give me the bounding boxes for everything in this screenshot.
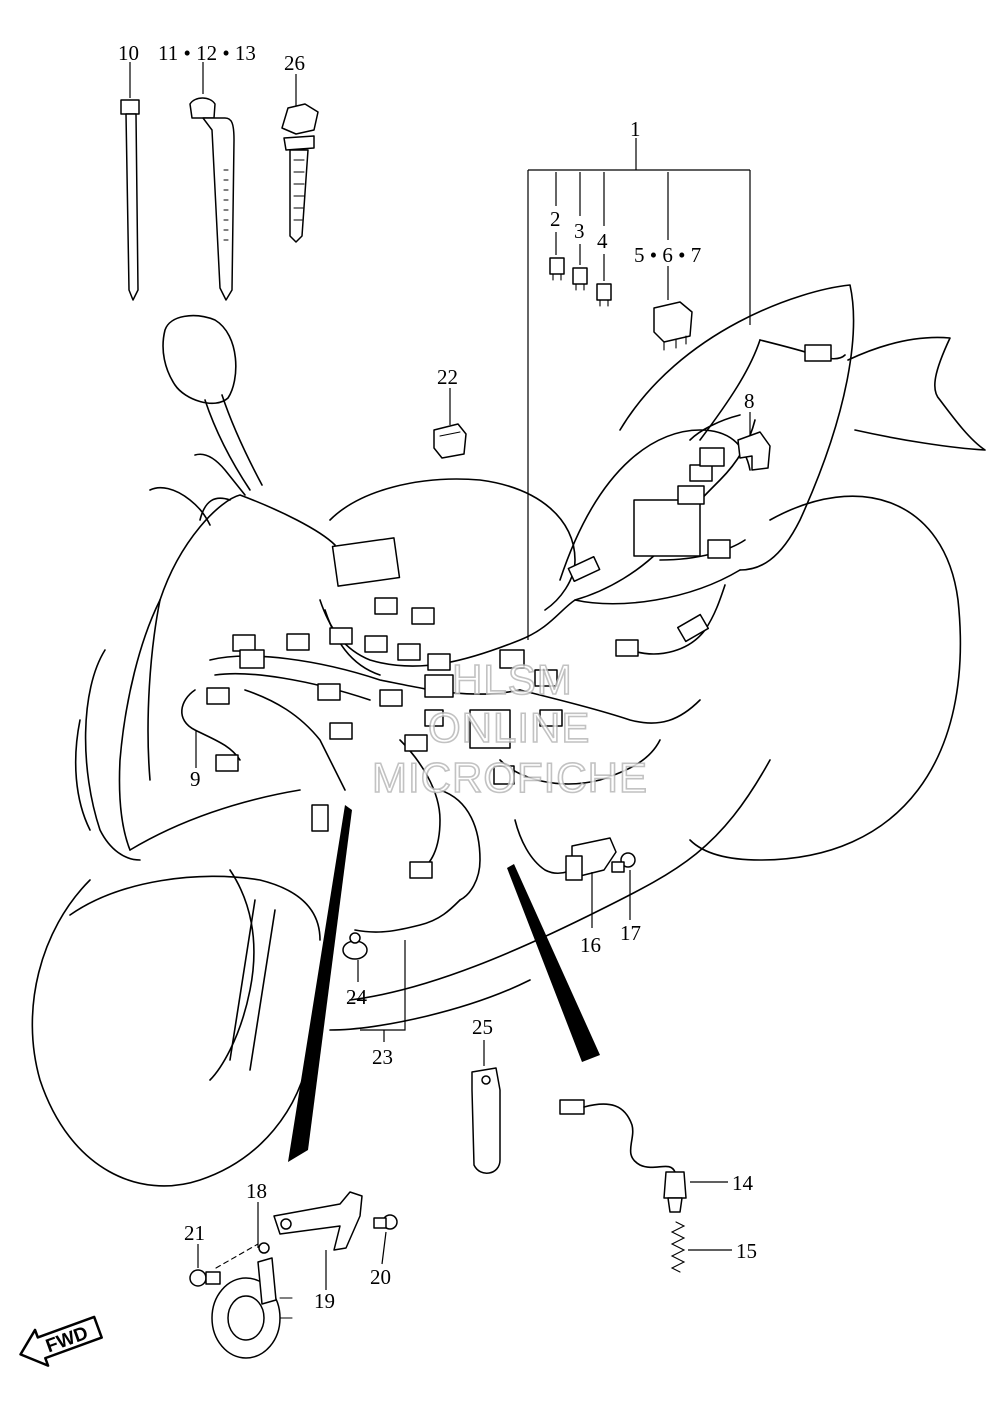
callout-15: 15 xyxy=(736,1239,757,1263)
fwd-arrow-icon xyxy=(19,1315,103,1367)
callout-26: 26 xyxy=(284,51,305,75)
callout-14: 14 xyxy=(732,1171,754,1195)
watermark-line-3: MICROFICHE xyxy=(372,754,648,801)
part-25-strap xyxy=(471,1067,501,1174)
callout-11-12-13: 11 • 12 • 13 xyxy=(158,41,256,65)
connector xyxy=(374,597,398,615)
connector xyxy=(411,607,435,625)
harness-connectors xyxy=(206,344,832,879)
connector xyxy=(804,344,832,362)
fwd-label: FWD xyxy=(43,1323,91,1358)
connector xyxy=(615,639,639,657)
connector xyxy=(317,683,341,701)
connector xyxy=(379,689,403,707)
watermark-line-1: HLSM xyxy=(452,656,573,703)
fwd-arrow: FWD xyxy=(19,1315,103,1367)
connector xyxy=(676,613,710,643)
callout-21: 21 xyxy=(184,1221,205,1245)
fuse-box xyxy=(469,709,511,749)
part-24-grommet xyxy=(342,932,368,960)
connector xyxy=(215,754,239,772)
motorcycle-outline xyxy=(31,284,986,1187)
assembly-guide-line xyxy=(215,1243,259,1269)
callout-17: 17 xyxy=(620,921,641,945)
callout-16: 16 xyxy=(580,933,601,957)
connector xyxy=(427,653,451,671)
callout-22: 22 xyxy=(437,365,458,389)
pointer-wedges xyxy=(288,805,600,1162)
part-2-fuse xyxy=(549,257,565,281)
part-16-sensor xyxy=(565,837,617,881)
part-19-bracket xyxy=(273,1191,363,1251)
connector xyxy=(539,709,563,727)
connector xyxy=(409,861,433,879)
callout-18: 18 xyxy=(246,1179,267,1203)
junction-box xyxy=(633,499,701,557)
callout-10: 10 xyxy=(118,41,139,65)
part-10-cable-tie xyxy=(120,99,140,301)
callout-23: 23 xyxy=(372,1045,393,1069)
connector xyxy=(689,464,713,482)
part-11-12-13-clamp xyxy=(189,97,235,301)
part-20-bolt xyxy=(373,1214,398,1230)
part-26-clamp xyxy=(281,103,319,243)
callout-25: 25 xyxy=(472,1015,493,1039)
callout-3: 3 xyxy=(574,219,585,243)
connector xyxy=(329,627,353,645)
watermark: HLSM ONLINE MICROFICHE xyxy=(371,655,648,802)
callout-1: 1 xyxy=(630,117,641,141)
wiring-harness xyxy=(181,339,846,933)
callout-19: 19 xyxy=(314,1289,335,1313)
connector xyxy=(329,722,353,740)
callout-2: 2 xyxy=(550,207,561,231)
callout-24: 24 xyxy=(346,985,368,1009)
connector-block xyxy=(331,537,401,587)
part-17-bolt xyxy=(611,852,636,873)
connector xyxy=(493,765,515,785)
part-21-bolt xyxy=(189,1269,221,1287)
callout-5-6-7: 5 • 6 • 7 xyxy=(634,243,701,267)
part-4-fuse xyxy=(596,283,612,307)
part-22-connector xyxy=(433,423,467,459)
callout-labels: 10 11 • 12 • 13 26 1 2 3 4 5 • 6 • 7 8 2… xyxy=(118,41,757,1313)
connector xyxy=(677,485,705,505)
callout-9: 9 xyxy=(190,767,201,791)
connector xyxy=(311,804,329,832)
part-15-spring xyxy=(670,1221,686,1273)
connector xyxy=(424,674,454,698)
connector xyxy=(499,649,525,669)
connector xyxy=(567,555,601,583)
callout-4: 4 xyxy=(597,229,608,253)
connector xyxy=(424,709,444,727)
connector xyxy=(699,447,725,467)
connector xyxy=(232,634,256,652)
connector xyxy=(404,734,428,752)
connector xyxy=(286,633,310,651)
connector xyxy=(239,649,265,669)
connector xyxy=(707,539,731,559)
connector xyxy=(364,635,388,653)
connector xyxy=(534,669,558,687)
watermark-line-2: ONLINE xyxy=(428,704,590,751)
part-8-cover xyxy=(737,431,771,471)
connector xyxy=(206,687,230,705)
callout-8: 8 xyxy=(744,389,755,413)
connector xyxy=(397,643,421,661)
part-3-fuse xyxy=(572,267,588,291)
wedge-to-horn xyxy=(288,805,352,1162)
wedge-to-sensor xyxy=(507,864,600,1062)
part-18-horn xyxy=(211,1242,293,1359)
leader-lines xyxy=(129,62,751,1290)
part-14-sensor xyxy=(559,1099,687,1213)
callout-20: 20 xyxy=(370,1265,391,1289)
part-5-6-7-relay xyxy=(653,301,693,351)
